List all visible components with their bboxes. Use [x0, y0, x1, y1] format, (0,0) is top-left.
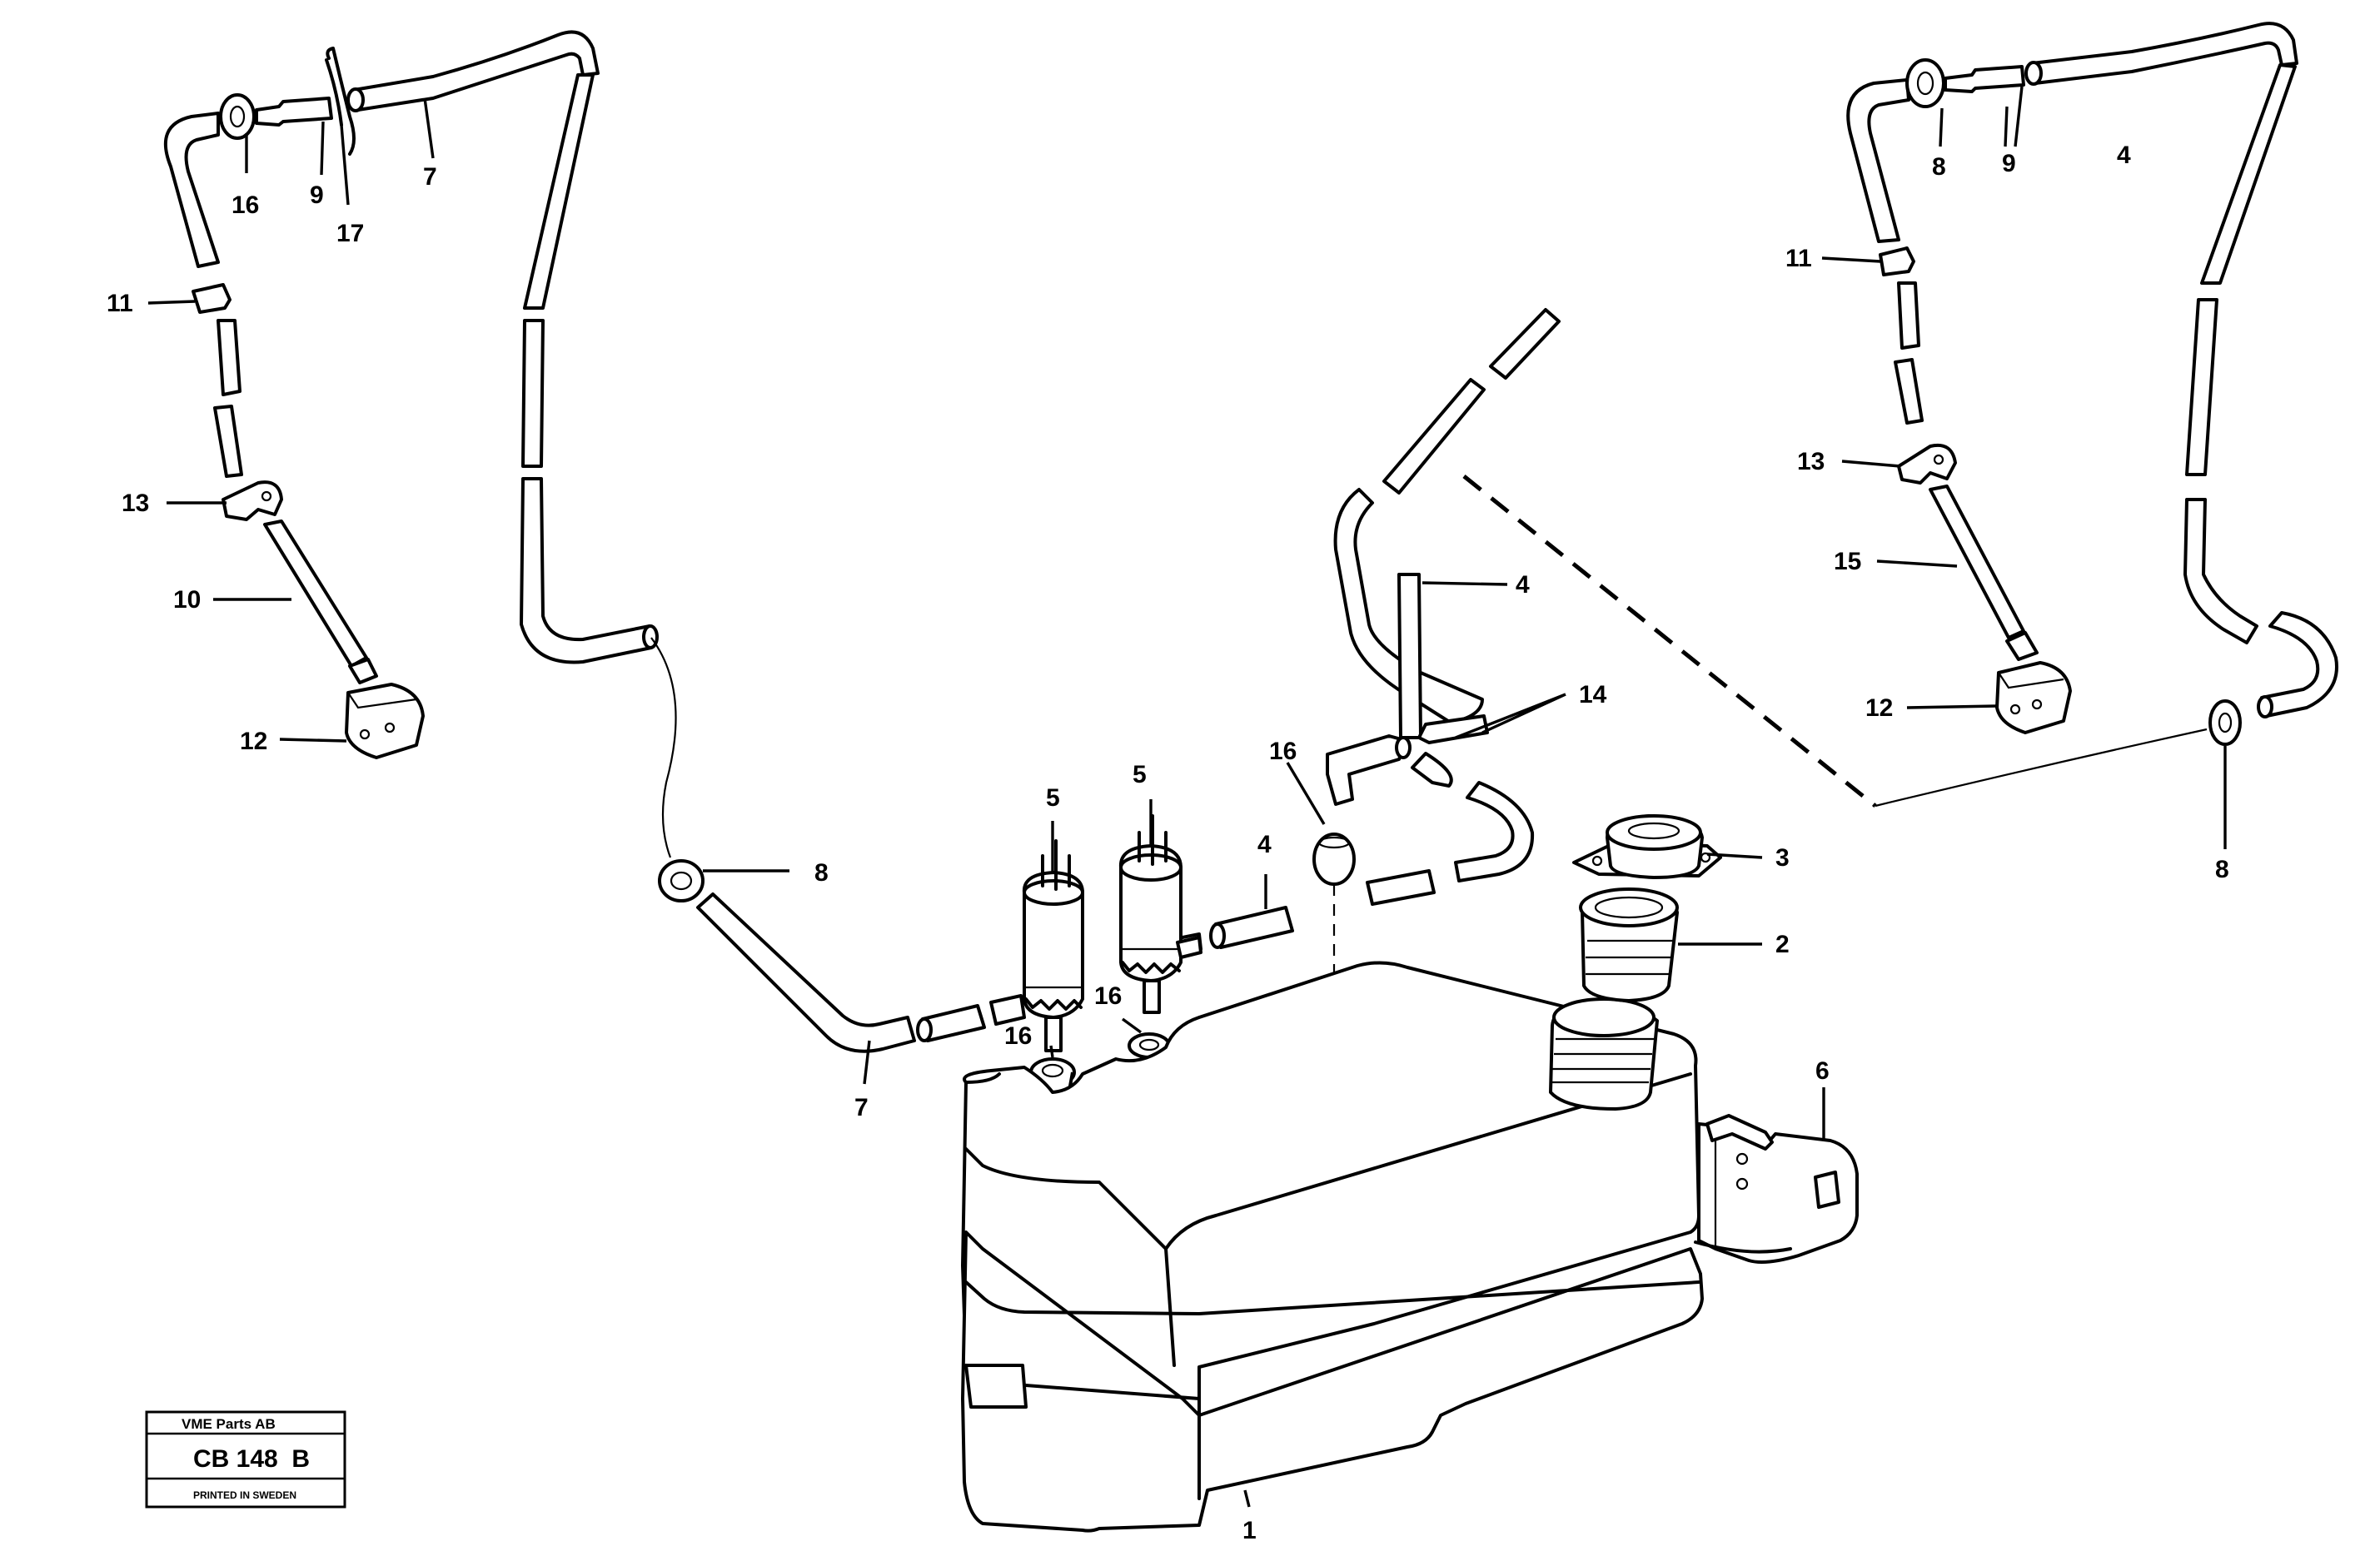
connector-11-right — [1879, 246, 1915, 276]
stamp-printed: PRINTED IN SWEDEN — [193, 1489, 296, 1501]
hose-7-vertical-top — [523, 73, 595, 310]
callout-11-left: 11 — [107, 290, 133, 317]
left-nozzle-assembly — [163, 30, 677, 858]
callout-14: 14 — [1579, 681, 1607, 708]
stamp-company: VME Parts AB — [182, 1416, 276, 1432]
callout-8-left: 8 — [814, 859, 829, 887]
callout-1: 1 — [1242, 1517, 1257, 1544]
callout-6: 6 — [1815, 1057, 1830, 1085]
callout-12-left: 12 — [240, 728, 267, 755]
hose-left-seg-a — [217, 319, 241, 396]
tank-base — [961, 1230, 1704, 1533]
hose-15 — [1929, 485, 2025, 639]
tank-notch — [964, 1364, 1028, 1409]
pump-right — [1118, 814, 1202, 1014]
callout-17: 17 — [336, 220, 364, 247]
leader-lines — [147, 86, 2227, 1508]
nozzle-holder-13-right — [1897, 444, 1957, 485]
grommet-16-left — [219, 93, 256, 140]
hose-4-right-seg-4 — [2260, 611, 2338, 718]
bracket-6 — [1694, 1114, 1859, 1264]
grommet-8-right — [2208, 699, 2242, 746]
callout-10: 10 — [173, 586, 201, 614]
callout-7-top: 7 — [423, 163, 437, 191]
clip-17 — [326, 47, 356, 156]
callout-3: 3 — [1775, 844, 1790, 872]
hose-elbow-top-left — [163, 112, 220, 268]
hose-4-right-seg-2 — [2185, 298, 2218, 476]
elbow-16-centre — [1326, 734, 1409, 806]
callout-16-tank-right: 16 — [1094, 982, 1122, 1010]
hose-14-seg-4 — [1411, 752, 1453, 788]
hose-4-right-seg-3 — [2183, 498, 2258, 644]
callout-12-right: 12 — [1865, 694, 1893, 722]
connector-9-left — [255, 97, 333, 127]
hose-4-centre-vertical — [1397, 573, 1422, 739]
hose-4-top-right — [2030, 22, 2298, 85]
filler-neck — [1549, 997, 1659, 1111]
connector-11-left — [192, 283, 232, 314]
callout-7-bottom: 7 — [854, 1094, 869, 1121]
washer-tank — [961, 961, 1704, 1533]
connector-left-bottom — [348, 658, 378, 684]
hose-centre-short-2 — [1366, 869, 1436, 906]
nozzle-12-left — [345, 683, 425, 759]
hose-14-seg-3 — [1333, 488, 1484, 724]
callout-5-left: 5 — [1046, 784, 1060, 812]
callout-9-right: 9 — [2002, 150, 2016, 177]
callout-15: 15 — [1834, 548, 1861, 575]
connector-right-bottom — [2005, 631, 2039, 661]
hose-elbow-top-right — [1846, 78, 1910, 243]
hose-14-seg-top — [1489, 308, 1561, 380]
hose-4-short — [1214, 906, 1294, 949]
callout-16-left: 16 — [232, 191, 259, 219]
callout-13-right: 13 — [1797, 448, 1825, 475]
pump-left — [1022, 839, 1084, 1052]
hose-7-top — [352, 30, 600, 112]
grommet-8-left — [658, 859, 705, 902]
connector-9-right — [1944, 65, 2025, 93]
callout-4-right: 4 — [2117, 142, 2131, 169]
hose-7-segment-2 — [521, 319, 545, 468]
right-nozzle-assembly — [1846, 22, 2338, 808]
hose-7-segment-3 — [520, 477, 653, 664]
hose-14-seg-2 — [1382, 378, 1486, 495]
centre-hoses — [1173, 308, 1561, 1082]
hose-7-lower — [658, 859, 1026, 1053]
nozzle-12-right — [1995, 661, 2072, 734]
hose-right-seg-b — [1894, 358, 1924, 425]
hose-4-right-seg-1 — [2200, 63, 2297, 285]
callout-4-centre-short: 4 — [1257, 831, 1272, 858]
hose-14-seg-5 — [1454, 781, 1535, 882]
parts-stamp: VME Parts AB CB 148 B PRINTED IN SWEDEN — [145, 1410, 346, 1509]
callout-5-right: 5 — [1133, 761, 1147, 788]
dashed-routing-line — [1462, 475, 1877, 808]
callout-9-left: 9 — [310, 181, 324, 209]
callout-2: 2 — [1775, 931, 1790, 958]
callout-4-centre-top: 4 — [1516, 571, 1530, 599]
callout-8-right-bottom: 8 — [2215, 856, 2229, 883]
insert-2 — [1579, 887, 1679, 1002]
callout-13-left: 13 — [122, 490, 149, 517]
hose-10 — [263, 520, 368, 668]
nozzle-holder-13-left — [222, 480, 283, 521]
cap-3 — [1572, 814, 1722, 879]
hose-left-seg-b — [213, 405, 243, 478]
grommet-8-top-right — [1905, 58, 1945, 108]
callout-labels: 1 2 3 4 4 4 5 5 6 7 7 8 8 8 9 9 10 11 11… — [107, 142, 2229, 1544]
callout-16-tank-left: 16 — [1004, 1022, 1032, 1050]
hose-right-seg-a — [1897, 281, 1920, 350]
stamp-code: CB 148 B — [193, 1445, 310, 1473]
callout-11-right: 11 — [1785, 245, 1812, 272]
callout-8-right-top: 8 — [1932, 153, 1946, 181]
callout-16-centre: 16 — [1269, 738, 1297, 765]
